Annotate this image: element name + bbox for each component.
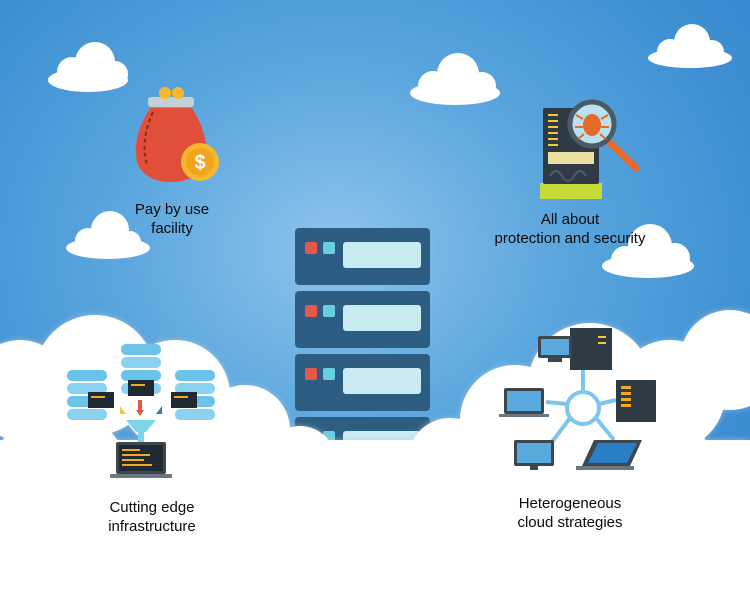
label-heterogeneous: Heterogeneous cloud strategies — [490, 494, 650, 532]
server-unit-2 — [295, 291, 430, 348]
label-infrastructure-line2: infrastructure — [108, 518, 196, 535]
label-pay-by-use: Pay by use facility — [112, 200, 232, 238]
small-cloud-top-left — [48, 42, 128, 92]
small-cloud-upper-middle — [410, 53, 500, 105]
label-heterogeneous-line2: cloud strategies — [517, 514, 623, 531]
small-cloud-left — [66, 211, 150, 259]
label-pay-by-use-line2: facility — [151, 220, 193, 237]
label-protection-security: All about protection and security — [470, 210, 670, 248]
small-cloud-right — [602, 224, 694, 278]
small-cloud-top-right — [648, 24, 732, 68]
label-protection-security-line2: protection and security — [494, 230, 646, 247]
server-unit-3 — [295, 354, 430, 411]
label-heterogeneous-line1: Heterogeneous — [518, 495, 622, 512]
label-pay-by-use-line1: Pay by use — [134, 201, 210, 218]
server-unit-1 — [295, 228, 430, 285]
svg-text:$: $ — [194, 152, 205, 174]
label-protection-security-line1: All about — [540, 211, 600, 228]
label-infrastructure: Cutting edge infrastructure — [72, 498, 232, 536]
label-infrastructure-line1: Cutting edge — [109, 499, 195, 516]
